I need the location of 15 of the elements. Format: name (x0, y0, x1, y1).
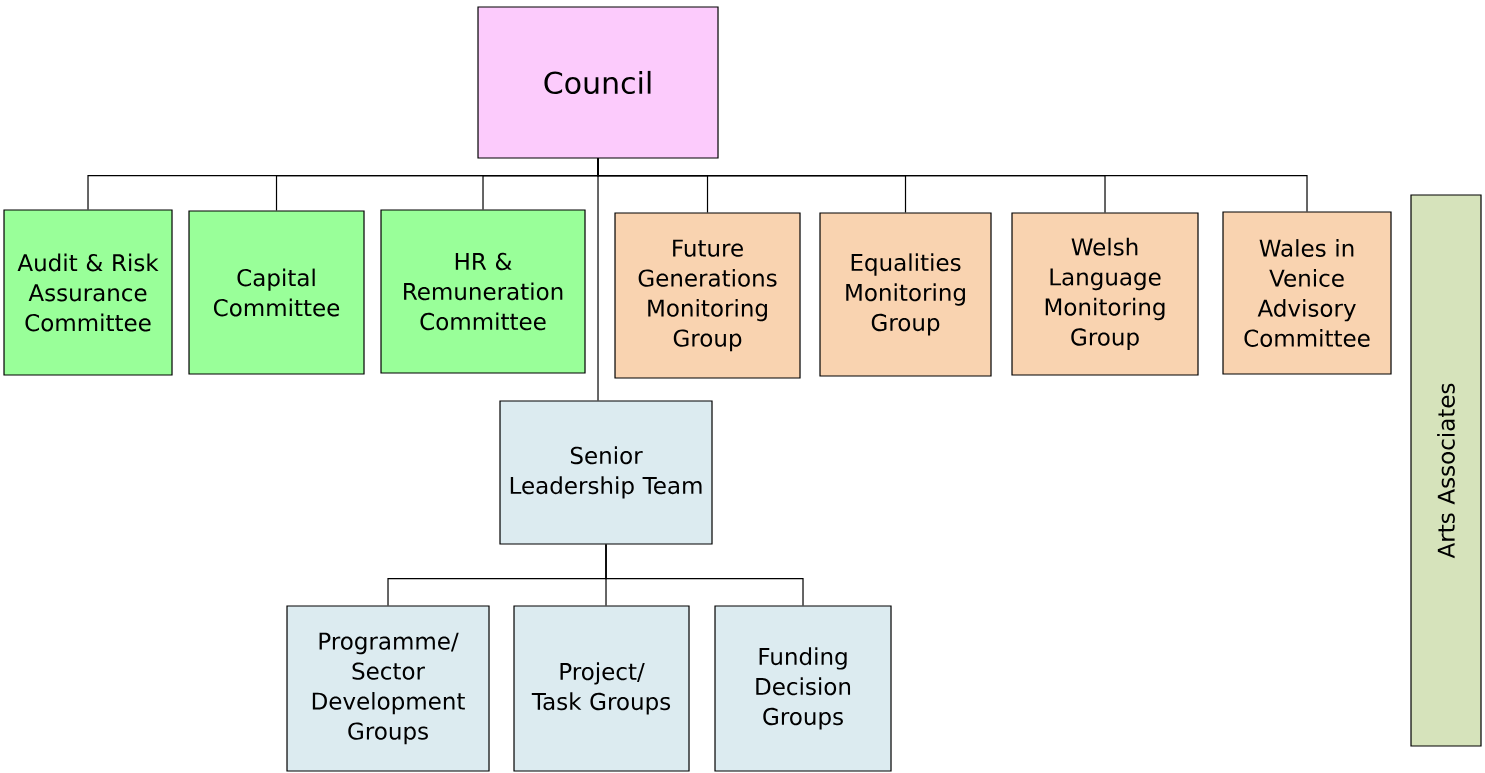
org-box: Welsh Language Monitoring Group (1011, 212, 1199, 376)
org-box: Senior Leadership Team (499, 400, 713, 545)
org-box: Future Generations Monitoring Group (614, 212, 801, 379)
org-box: Funding Decision Groups (714, 605, 892, 772)
org-box: Capital Committee (188, 210, 365, 375)
org-box: Programme/ Sector Development Groups (286, 605, 490, 772)
org-box: Arts Associates (1410, 194, 1482, 747)
org-box: Audit & Risk Assurance Committee (3, 209, 173, 376)
connector-line (605, 544, 804, 606)
org-box: Equalities Monitoring Group (819, 212, 992, 377)
org-box: Council (477, 6, 719, 159)
org-box: Project/ Task Groups (513, 605, 690, 772)
org-box: HR & Remuneration Committee (380, 209, 586, 374)
org-box: Wales in Venice Advisory Committee (1222, 211, 1392, 375)
connector-line (597, 158, 599, 401)
